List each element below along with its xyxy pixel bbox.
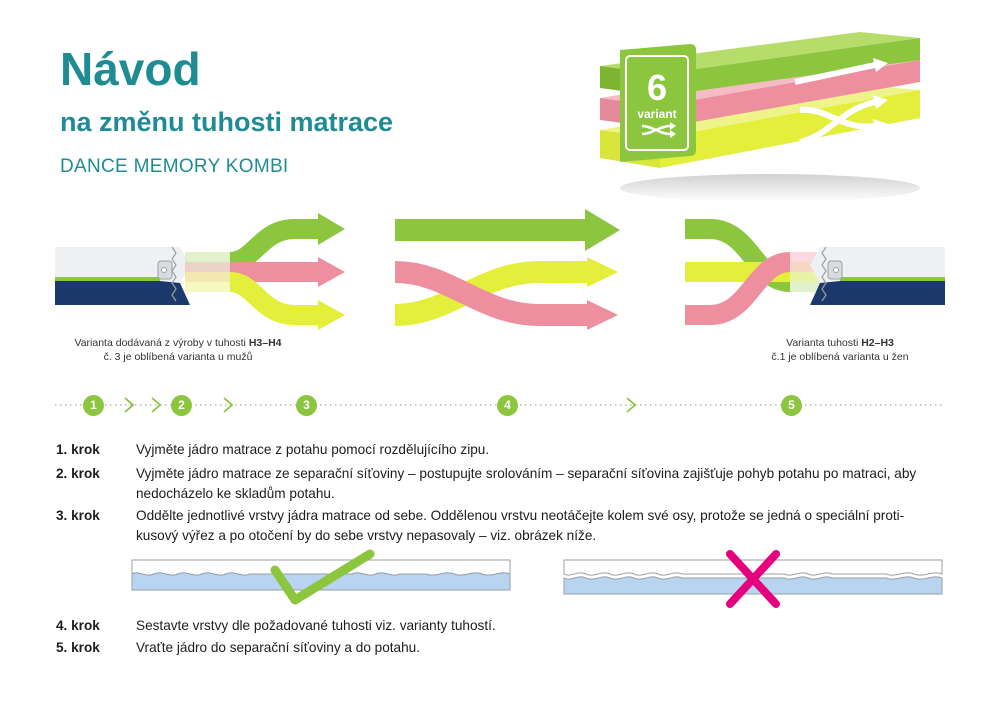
page-title: Návod xyxy=(60,43,201,95)
step-label: 2. krok xyxy=(56,466,100,481)
left-flare-arrows xyxy=(185,213,345,330)
step-1: 1. krok Vyjměte jádro matrace z potahu p… xyxy=(56,440,956,460)
step-4: 4. krok Sestavte vrstvy dle požadované t… xyxy=(56,616,956,636)
layer-swap-diagram xyxy=(50,205,950,335)
step-3: 3. krok Oddělte jednotlivé vrstvy jádra … xyxy=(56,506,956,546)
wrong-layer-fit xyxy=(562,548,944,608)
left-mattress-cover xyxy=(55,246,190,305)
middle-crossing-arrows xyxy=(394,209,620,330)
right-merge-arrows xyxy=(685,219,820,325)
swap-arrows-icon xyxy=(641,122,676,138)
badge-label: variant xyxy=(637,107,676,121)
step-text: Sestavte vrstvy dle požadované tuhosti v… xyxy=(136,618,496,633)
step-label: 3. krok xyxy=(56,508,100,523)
cross-icon xyxy=(726,550,780,608)
chevron-right-icon xyxy=(124,397,135,413)
step-text: Vraťte jádro do separační síťoviny a do … xyxy=(136,640,421,655)
right-mattress-cover xyxy=(810,246,945,305)
step-2: 2. krok Vyjměte jádro matrace ze separač… xyxy=(56,464,956,504)
step-text: Vyjměte jádro matrace ze separační síťov… xyxy=(136,466,917,501)
zipper-pull-icon xyxy=(157,260,173,280)
timeline-marker-1: 1 xyxy=(83,395,104,416)
product-name: DANCE MEMORY KOMBI xyxy=(60,156,289,177)
chevron-right-icon xyxy=(151,397,162,413)
mattress-layers-illustration: 6 variant xyxy=(590,30,930,205)
step-label: 1. krok xyxy=(56,442,100,457)
timeline-marker-5: 5 xyxy=(781,395,802,416)
checkmark-icon xyxy=(270,549,375,605)
step-label: 4. krok xyxy=(56,618,100,633)
step-text: Vyjměte jádro matrace z potahu pomocí ro… xyxy=(136,442,490,457)
chevron-right-icon xyxy=(223,397,234,413)
timeline-marker-3: 3 xyxy=(296,395,317,416)
chevron-right-icon xyxy=(626,397,637,413)
correct-layer-fit xyxy=(130,548,512,608)
step-text: Oddělte jednotlivé vrstvy jádra matrace … xyxy=(136,508,905,543)
page-subtitle: na změnu tuhosti matrace xyxy=(60,107,394,137)
right-variant-caption: Varianta tuhosti H2–H3 č.1 je oblíbená v… xyxy=(771,337,909,363)
step-5: 5. krok Vraťte jádro do separační síťovi… xyxy=(56,638,956,658)
zipper-pull-icon xyxy=(827,260,843,280)
timeline-marker-4: 4 xyxy=(497,395,518,416)
left-variant-caption: Varianta dodávaná z výroby v tuhosti H3–… xyxy=(74,337,282,363)
timeline-marker-2: 2 xyxy=(171,395,192,416)
step-label: 5. krok xyxy=(56,640,100,655)
badge-number: 6 xyxy=(647,67,667,108)
